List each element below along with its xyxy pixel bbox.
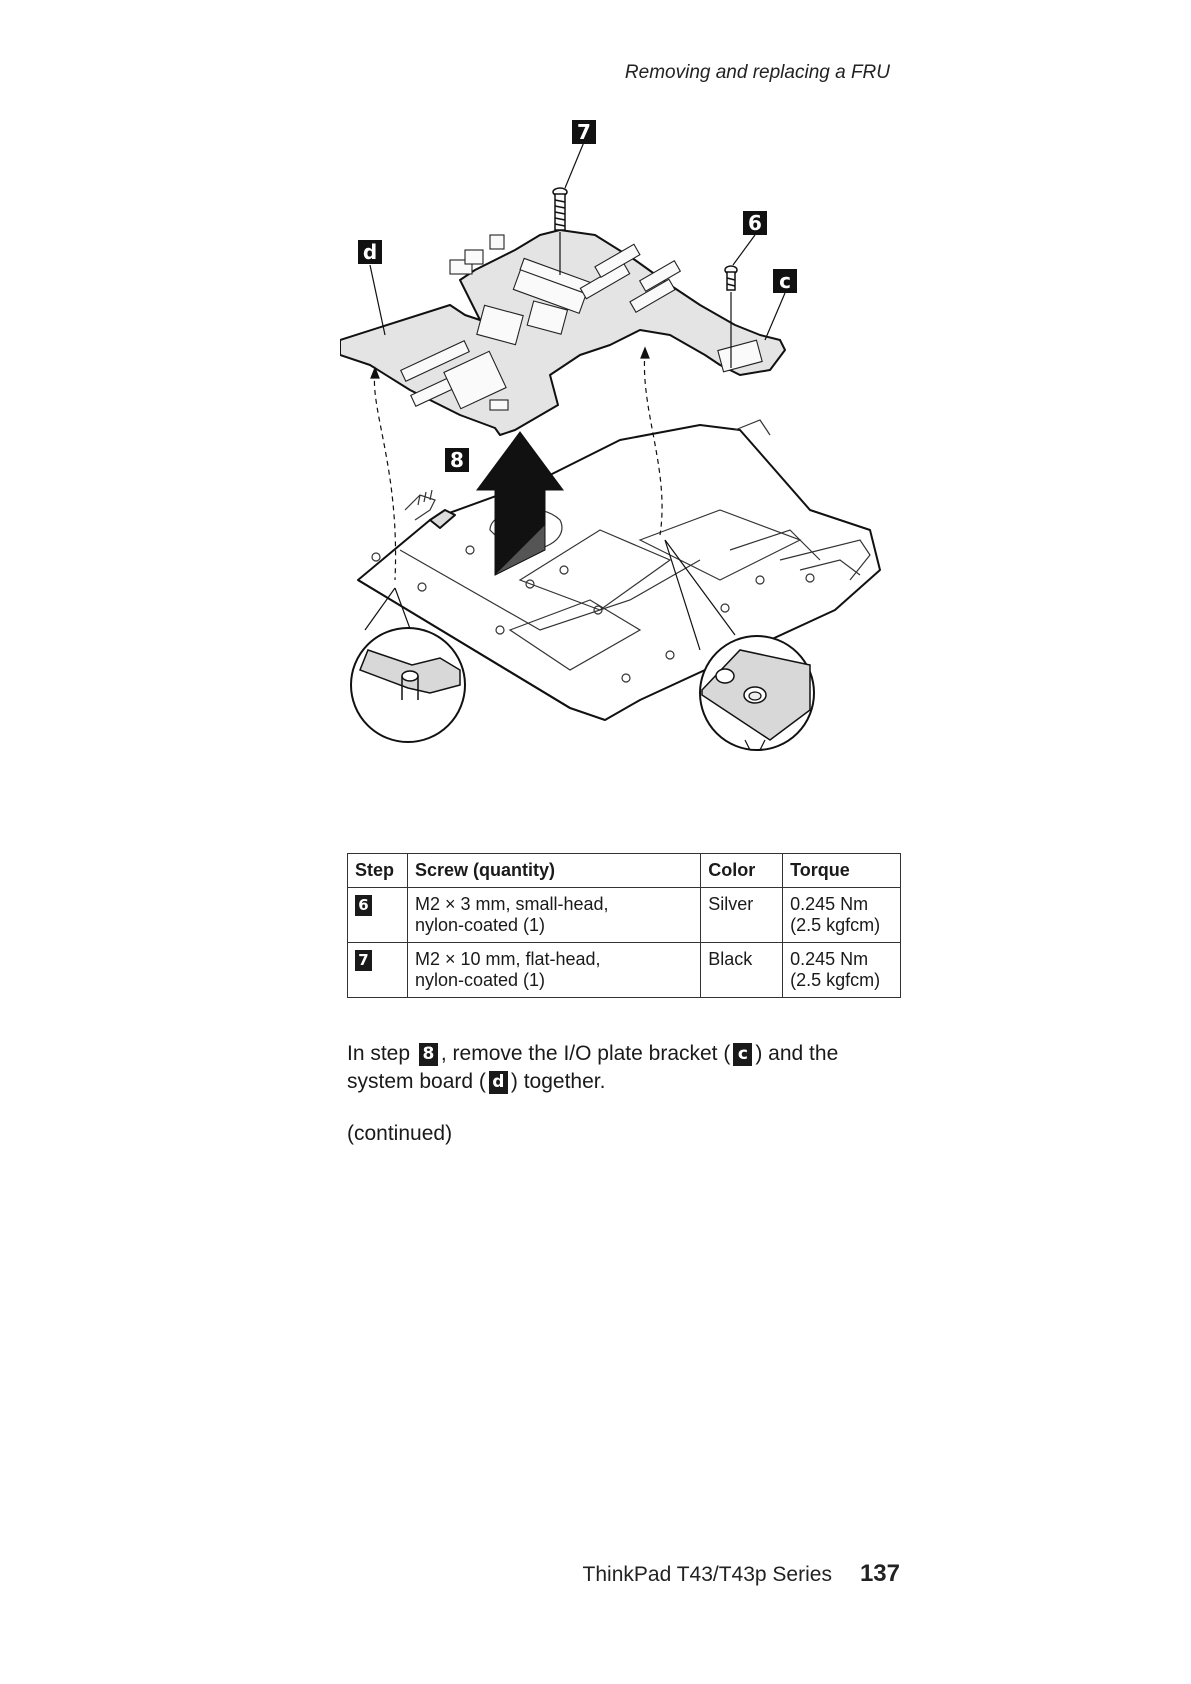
system-board [340,229,786,436]
callout-8: 8 [445,448,469,472]
page-number: 137 [859,1560,900,1587]
color-cell: Silver [700,887,784,943]
step-badge: 6 [355,895,372,916]
chassis-detail [371,419,871,683]
col-header-screw: Screw (quantity) [406,853,702,888]
torque-cell: 0.245 Nm (2.5 kgfcm) [782,942,901,998]
step-badge: 7 [355,950,372,971]
instruction-paragraph: In step 8, remove the I/O plate bracket … [347,1042,839,1094]
svg-text:6: 6 [748,211,762,235]
running-head: Removing and replacing a FRU [624,62,890,83]
svg-text:d: d [363,240,377,264]
lift-arrow-icon [476,431,564,576]
callout-c: c [773,269,797,293]
screw-6-icon [724,265,738,291]
callout-7: 7 [572,120,596,144]
screw-cell: M2 × 3 mm, small-head, nylon-coated (1) [406,887,702,943]
table-row: 6 M2 × 3 mm, small-head, nylon-coated (1… [347,887,901,943]
page-footer: ThinkPad T43/T43p Series 137 [560,1560,900,1588]
board-d-badge: d [488,1071,508,1094]
col-header-step: Step [347,853,408,888]
continued-note: (continued) [347,1122,453,1145]
table-header-row: Step Screw (quantity) Color Torque [347,853,901,888]
step-8-badge: 8 [418,1043,438,1066]
screw-table: Step Screw (quantity) Color Torque 6 M2 … [347,853,901,998]
bracket-c-badge: c [733,1043,753,1066]
detail-circle-left [350,627,466,743]
callout-d: d [358,240,382,264]
instruction-block: In step 8, remove the I/O plate bracket … [347,1040,907,1148]
torque-cell: 0.245 Nm (2.5 kgfcm) [782,887,901,943]
color-cell: Black [700,942,784,998]
callout-6: 6 [743,211,767,235]
screw-cell: M2 × 10 mm, flat-head, nylon-coated (1) [406,942,702,998]
col-header-color: Color [700,853,784,888]
series-name: ThinkPad T43/T43p Series [582,1563,832,1586]
board-components [400,234,763,411]
svg-text:8: 8 [450,448,464,472]
table-row: 7 M2 × 10 mm, flat-head, nylon-coated (1… [347,942,901,998]
col-header-torque: Torque [782,853,901,888]
svg-text:7: 7 [577,120,591,144]
detail-circle-right [699,635,815,751]
system-board-removal-figure: 7 6 c d 8 [340,110,900,830]
svg-text:c: c [779,269,791,293]
screw-7-icon [552,187,568,231]
